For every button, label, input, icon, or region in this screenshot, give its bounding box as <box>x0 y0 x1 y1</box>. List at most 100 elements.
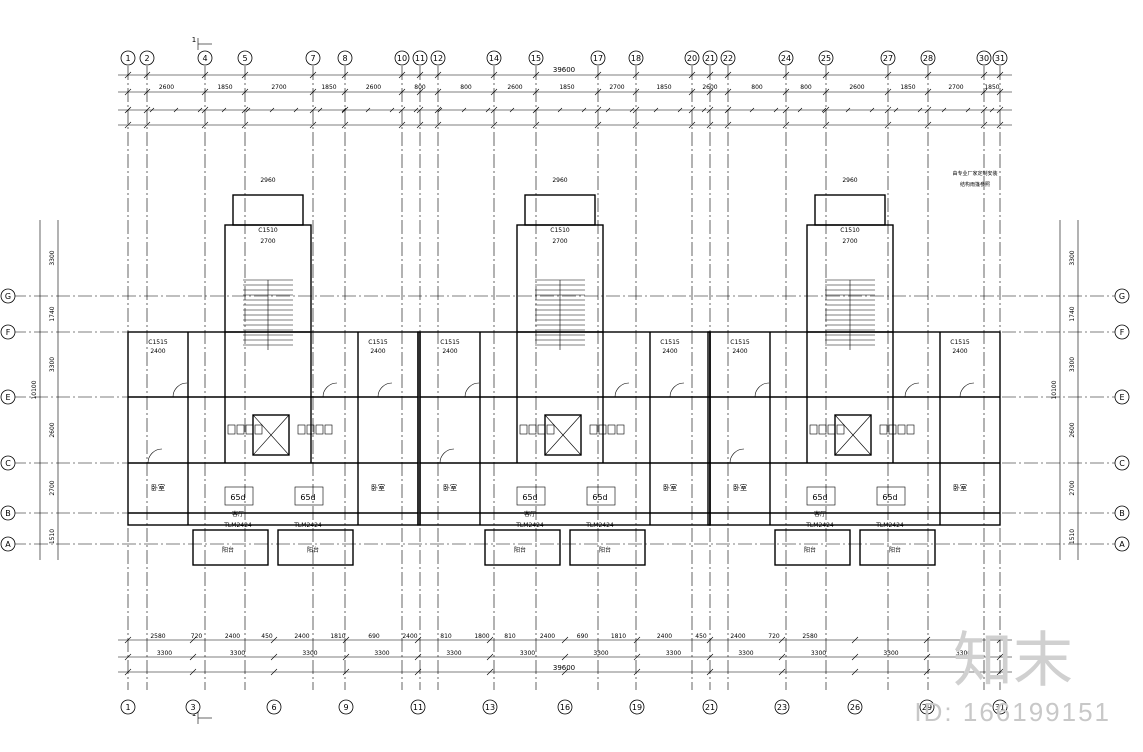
door-swing <box>439 448 455 464</box>
door-swing <box>172 382 188 398</box>
dim-text: 800 <box>800 84 812 91</box>
axis-bubble <box>0 455 16 471</box>
level-box <box>876 486 906 506</box>
dim-tick <box>398 106 406 114</box>
dim-tick <box>884 88 892 96</box>
dim-tick <box>632 71 640 79</box>
axis-bubble <box>410 699 426 715</box>
dim-text: 2700 <box>1069 480 1076 495</box>
dim-tick <box>416 121 424 129</box>
dim-text-total: 10100 <box>31 380 38 399</box>
dim-tick <box>561 636 569 644</box>
canopy-dim: 2960 <box>552 177 567 184</box>
room-label: 卧室 <box>151 483 165 492</box>
dim-tick <box>778 653 786 661</box>
dim-tick <box>389 107 395 113</box>
door-label: TLM2424 <box>223 522 252 529</box>
door-swing <box>147 448 163 464</box>
axis-bubble <box>774 699 790 715</box>
dim-text: 1850 <box>900 84 915 91</box>
elevator-cross <box>544 414 582 456</box>
level-box <box>516 486 546 506</box>
dim-tick <box>989 107 995 113</box>
dim-tick <box>317 107 323 113</box>
balcony-label: 阳台 <box>599 546 611 554</box>
axis-bubble <box>120 50 136 66</box>
level-box <box>806 486 836 506</box>
axis-label: 21 <box>705 54 715 63</box>
dim-tick <box>309 71 317 79</box>
axis-bubble <box>0 324 16 340</box>
axis-label: 11 <box>415 54 425 63</box>
door-swing <box>614 382 630 398</box>
axis-label: G <box>5 292 11 301</box>
dim-tick <box>653 107 659 113</box>
dim-tick <box>701 107 707 113</box>
dim-tick <box>201 88 209 96</box>
door-swing <box>669 382 685 398</box>
dim-tick <box>725 107 731 113</box>
dim-text: 2600 <box>702 84 717 91</box>
dim-tick <box>996 121 1004 129</box>
axis-label: 13 <box>485 703 495 712</box>
dim-text: 2700 <box>948 84 963 91</box>
dim-text: 3300 <box>374 650 389 657</box>
dim-tick <box>822 121 830 129</box>
dim-tick <box>490 71 498 79</box>
dim-tick <box>980 88 988 96</box>
fixture <box>528 424 537 435</box>
dim-tick <box>724 88 732 96</box>
dim-tick <box>532 88 540 96</box>
dim-tick <box>778 668 786 676</box>
axis-bubble <box>702 699 718 715</box>
dim-text: 810 <box>440 633 452 640</box>
axis-label: 18 <box>631 54 641 63</box>
dim-tick <box>980 106 988 114</box>
axis-label: C <box>1119 459 1125 468</box>
dim-text: 2580 <box>802 633 817 640</box>
dim-text: 720 <box>191 633 203 640</box>
dim-tick <box>509 107 515 113</box>
dim-tick <box>980 71 988 79</box>
dim-tick <box>173 107 179 113</box>
dim-tick <box>688 88 696 96</box>
dim-tick <box>924 71 932 79</box>
door-swing <box>754 382 770 398</box>
dim-tick <box>996 668 1004 676</box>
dim-tick <box>486 653 494 661</box>
fixture <box>254 424 263 435</box>
fixture <box>297 424 306 435</box>
axis-bubble <box>628 50 644 66</box>
dim-tick <box>124 636 132 644</box>
dim-tick <box>437 107 443 113</box>
axis-label: E <box>1119 393 1124 402</box>
window-label: C1515 <box>148 339 168 346</box>
balcony-label: 阳台 <box>222 546 234 554</box>
room-label: 卧室 <box>663 483 677 492</box>
window-dim: 2400 <box>732 348 747 355</box>
dim-tick <box>782 121 790 129</box>
axis-label: 27 <box>883 54 893 63</box>
axis-bubble <box>976 50 992 66</box>
dim-text: 1510 <box>1069 529 1076 544</box>
dim-tick <box>241 121 249 129</box>
axis-label: A <box>5 540 11 549</box>
room-label: 卧室 <box>443 483 457 492</box>
axis-bubble <box>778 50 794 66</box>
elevator-cross <box>834 414 872 456</box>
fixture <box>245 424 254 435</box>
level-label: 65d <box>812 493 827 502</box>
dim-text-total: 10100 <box>1051 380 1058 399</box>
dim-text: 3300 <box>49 357 56 372</box>
dim-text: 1510 <box>49 529 56 544</box>
axis-label: 6 <box>271 703 276 712</box>
dim-tick <box>341 121 349 129</box>
elevator-cross <box>252 414 290 456</box>
dim-text: 2600 <box>507 84 522 91</box>
dim-text: 450 <box>695 633 707 640</box>
dim-tick <box>706 106 714 114</box>
axis-label: 20 <box>687 54 697 63</box>
axis-bubble <box>0 288 16 304</box>
axis-label: B <box>5 509 11 518</box>
dim-text: 690 <box>577 633 589 640</box>
